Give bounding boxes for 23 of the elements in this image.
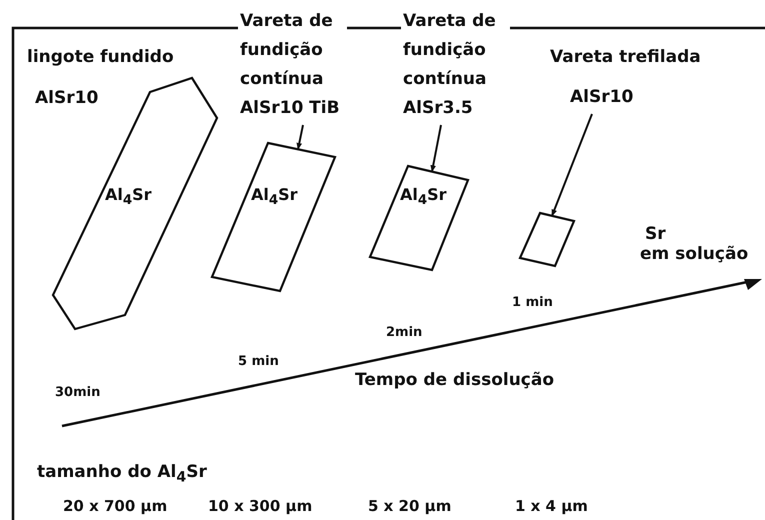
caption-text: AlSr10: [35, 88, 98, 108]
caption-text: lingote fundido: [27, 47, 174, 67]
arrow: [551, 114, 593, 216]
shape-label: Al$_{4}$Sr: [105, 185, 152, 210]
axis-title: Tempo de dissolução: [355, 370, 554, 390]
axis-label: em solução: [640, 244, 748, 264]
size-heading: tamanho do Al$_{4}$Sr: [37, 462, 207, 488]
arrow: [430, 124, 442, 172]
shape-label: Al$_{4}$Sr: [251, 185, 298, 210]
time-label: 1 min: [512, 294, 553, 312]
time-label: 30min: [55, 384, 100, 402]
axis-label: Sr: [645, 224, 666, 244]
crystal-outline: [519, 212, 575, 267]
shape-label: Al$_{4}$Sr: [400, 185, 447, 210]
arrow: [296, 124, 304, 150]
crystal-outline: [369, 165, 469, 271]
crystal-outline: [211, 142, 336, 292]
size-value: 20 x 700 µm: [63, 496, 168, 516]
time-label: 2min: [386, 324, 422, 342]
time-label: 5 min: [238, 353, 279, 371]
size-value: 5 x 20 µm: [368, 496, 452, 516]
size-value: 1 x 4 µm: [515, 496, 588, 516]
size-value: 10 x 300 µm: [208, 496, 312, 516]
